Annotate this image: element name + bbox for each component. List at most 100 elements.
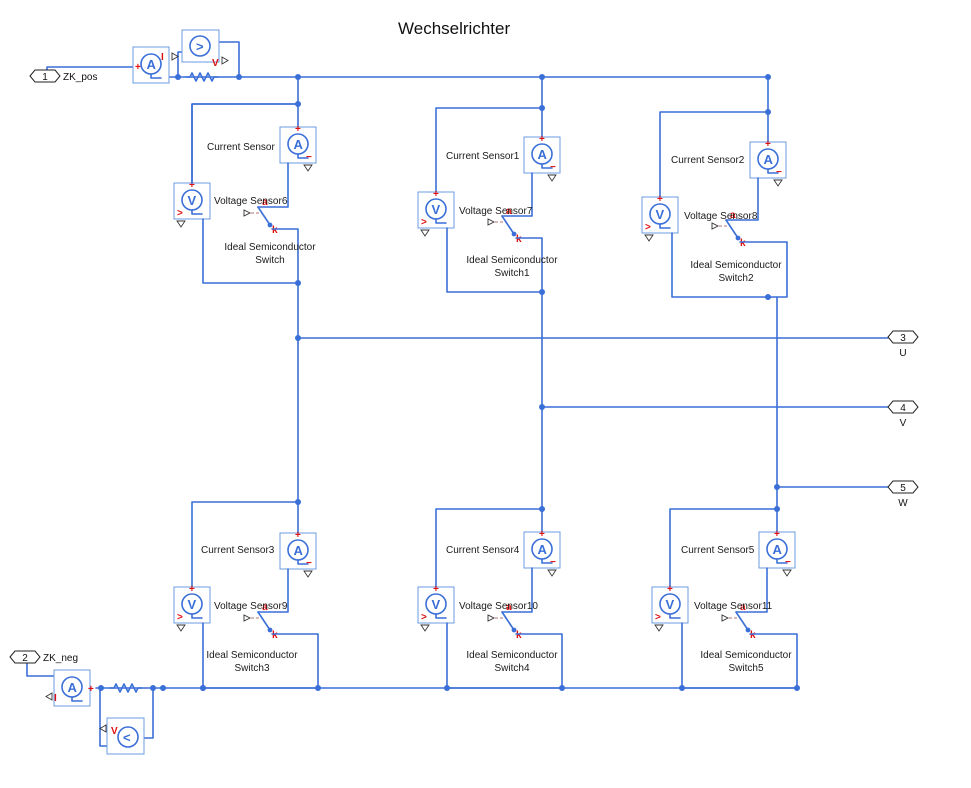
current-sensor-block[interactable]: A bbox=[279, 126, 317, 164]
minus-terminal: − bbox=[550, 162, 556, 173]
junction-dot bbox=[679, 685, 685, 691]
port-v-glyph: V bbox=[212, 58, 219, 69]
current-sensor-block[interactable]: A bbox=[523, 531, 561, 569]
voltage-sensor-label: Voltage Sensor8 bbox=[684, 211, 758, 222]
voltage-output-port-icon bbox=[99, 724, 107, 733]
port-number: 3 bbox=[900, 333, 906, 344]
current-sensor-block[interactable]: A bbox=[749, 141, 787, 179]
plus-terminal: + bbox=[88, 684, 94, 695]
minus-terminal: − bbox=[776, 167, 782, 178]
resistor-7-icon[interactable] bbox=[109, 683, 143, 693]
voltage-sensor-block[interactable]: V bbox=[417, 586, 455, 624]
voltage-output-port-icon bbox=[176, 220, 186, 228]
junction-dot bbox=[295, 74, 301, 80]
wire-switch-loop bbox=[671, 232, 788, 298]
measure-output-glyph: > bbox=[177, 612, 183, 623]
sensor-lead bbox=[659, 223, 671, 229]
voltage-sensor-block[interactable]: V bbox=[651, 586, 689, 624]
gate-input-port-icon[interactable] bbox=[487, 614, 496, 622]
outport-5[interactable]: 5W bbox=[887, 480, 919, 509]
voltage-sensor-block[interactable]: V bbox=[173, 586, 211, 624]
port-number: 5 bbox=[900, 483, 906, 494]
port-shape-icon[interactable] bbox=[887, 330, 919, 344]
switch-label-line1: Ideal Semiconductor bbox=[224, 242, 316, 253]
port-shape-icon[interactable] bbox=[887, 480, 919, 494]
switch-label-line2: Switch1 bbox=[494, 268, 529, 279]
junction-dot bbox=[765, 294, 771, 300]
plus-terminal: + bbox=[295, 124, 301, 135]
gate-input-port-icon[interactable] bbox=[243, 614, 252, 622]
current-sensor-label: Current Sensor5 bbox=[681, 545, 755, 556]
junction-dot bbox=[200, 685, 206, 691]
voltage-output-port-icon bbox=[221, 56, 229, 65]
junction-dot bbox=[539, 105, 545, 111]
current-sensor-block[interactable]: A bbox=[758, 531, 796, 569]
voltage-sensor-block[interactable]: V bbox=[417, 191, 455, 229]
current-sensor-block[interactable]: A bbox=[523, 136, 561, 174]
outport-3[interactable]: 3U bbox=[887, 330, 919, 359]
resistor-6-icon[interactable] bbox=[185, 72, 219, 82]
anode-terminal: a bbox=[730, 210, 736, 221]
voltage-sensor-21[interactable]: >V bbox=[181, 29, 229, 69]
voltage-sensor-label: Voltage Sensor11 bbox=[694, 601, 773, 612]
switch-pivot bbox=[745, 627, 751, 633]
junction-dot bbox=[774, 506, 780, 512]
anode-terminal: a bbox=[506, 206, 512, 217]
wire-zk-neg-in bbox=[26, 662, 57, 677]
voltage-sensor-block[interactable]: V bbox=[173, 182, 211, 220]
junction-dot bbox=[774, 484, 780, 490]
gate-input-port-icon[interactable] bbox=[243, 209, 252, 217]
current-sensor-i-zk-hin[interactable]: A bbox=[132, 46, 170, 84]
gate-input-port-icon[interactable] bbox=[721, 614, 730, 622]
junction-dot bbox=[150, 685, 156, 691]
switch-label-line1: Ideal Semiconductor bbox=[690, 260, 782, 271]
sensor-glyph: A bbox=[538, 147, 548, 162]
voltmeter-icon bbox=[117, 726, 139, 748]
voltage-sensor-22[interactable]: <V bbox=[99, 717, 145, 755]
plus-terminal: + bbox=[539, 134, 545, 145]
voltage-output-port-icon bbox=[654, 624, 664, 632]
switch-label-line2: Switch4 bbox=[494, 663, 529, 674]
junction-dot bbox=[444, 685, 450, 691]
voltage-output-port-icon bbox=[176, 624, 186, 632]
port-shape-icon[interactable] bbox=[9, 650, 41, 664]
junction-dot bbox=[175, 74, 181, 80]
gate-input-port-icon[interactable] bbox=[711, 222, 720, 230]
voltage-sensor-block[interactable]: V bbox=[641, 196, 679, 234]
wire-leg1-vsense bbox=[191, 103, 299, 184]
wire-sensor-to-anode bbox=[501, 172, 533, 217]
sensor-lead bbox=[191, 613, 203, 619]
measure-output-glyph: > bbox=[655, 612, 661, 623]
wire-sensor-to-anode bbox=[725, 177, 759, 221]
wire-vsensor-plus bbox=[191, 501, 299, 588]
switch-label-line1: Ideal Semiconductor bbox=[700, 650, 792, 661]
cathode-terminal: k bbox=[516, 234, 522, 245]
current-sensor-block[interactable]: A bbox=[279, 532, 317, 570]
plus-terminal: + bbox=[295, 530, 301, 541]
junction-dot bbox=[539, 404, 545, 410]
diagram-title: Wechselrichter bbox=[398, 19, 510, 38]
voltage-output-port-icon bbox=[644, 234, 654, 242]
switch-label-line2: Switch2 bbox=[718, 273, 753, 284]
sensor-lead bbox=[541, 558, 553, 564]
gate-input-port-icon[interactable] bbox=[487, 218, 496, 226]
outport-4[interactable]: 4V bbox=[887, 400, 919, 429]
junction-dot bbox=[539, 506, 545, 512]
current-output-port-icon bbox=[303, 164, 313, 172]
port-shape-icon[interactable] bbox=[887, 400, 919, 414]
current-sensor-i-zk-hin1[interactable]: A bbox=[53, 669, 91, 707]
plus-terminal: + bbox=[189, 180, 195, 191]
wire-sensor-to-anode bbox=[257, 162, 289, 208]
junction-dot bbox=[295, 280, 301, 286]
cathode-terminal: k bbox=[272, 630, 278, 641]
switch-label-line2: Switch5 bbox=[728, 663, 763, 674]
switch-label-line1: Ideal Semiconductor bbox=[466, 255, 558, 266]
port-shape-icon[interactable] bbox=[29, 69, 61, 83]
voltage-output-port-icon bbox=[420, 229, 430, 237]
current-sensor-label: Current Sensor2 bbox=[671, 155, 745, 166]
